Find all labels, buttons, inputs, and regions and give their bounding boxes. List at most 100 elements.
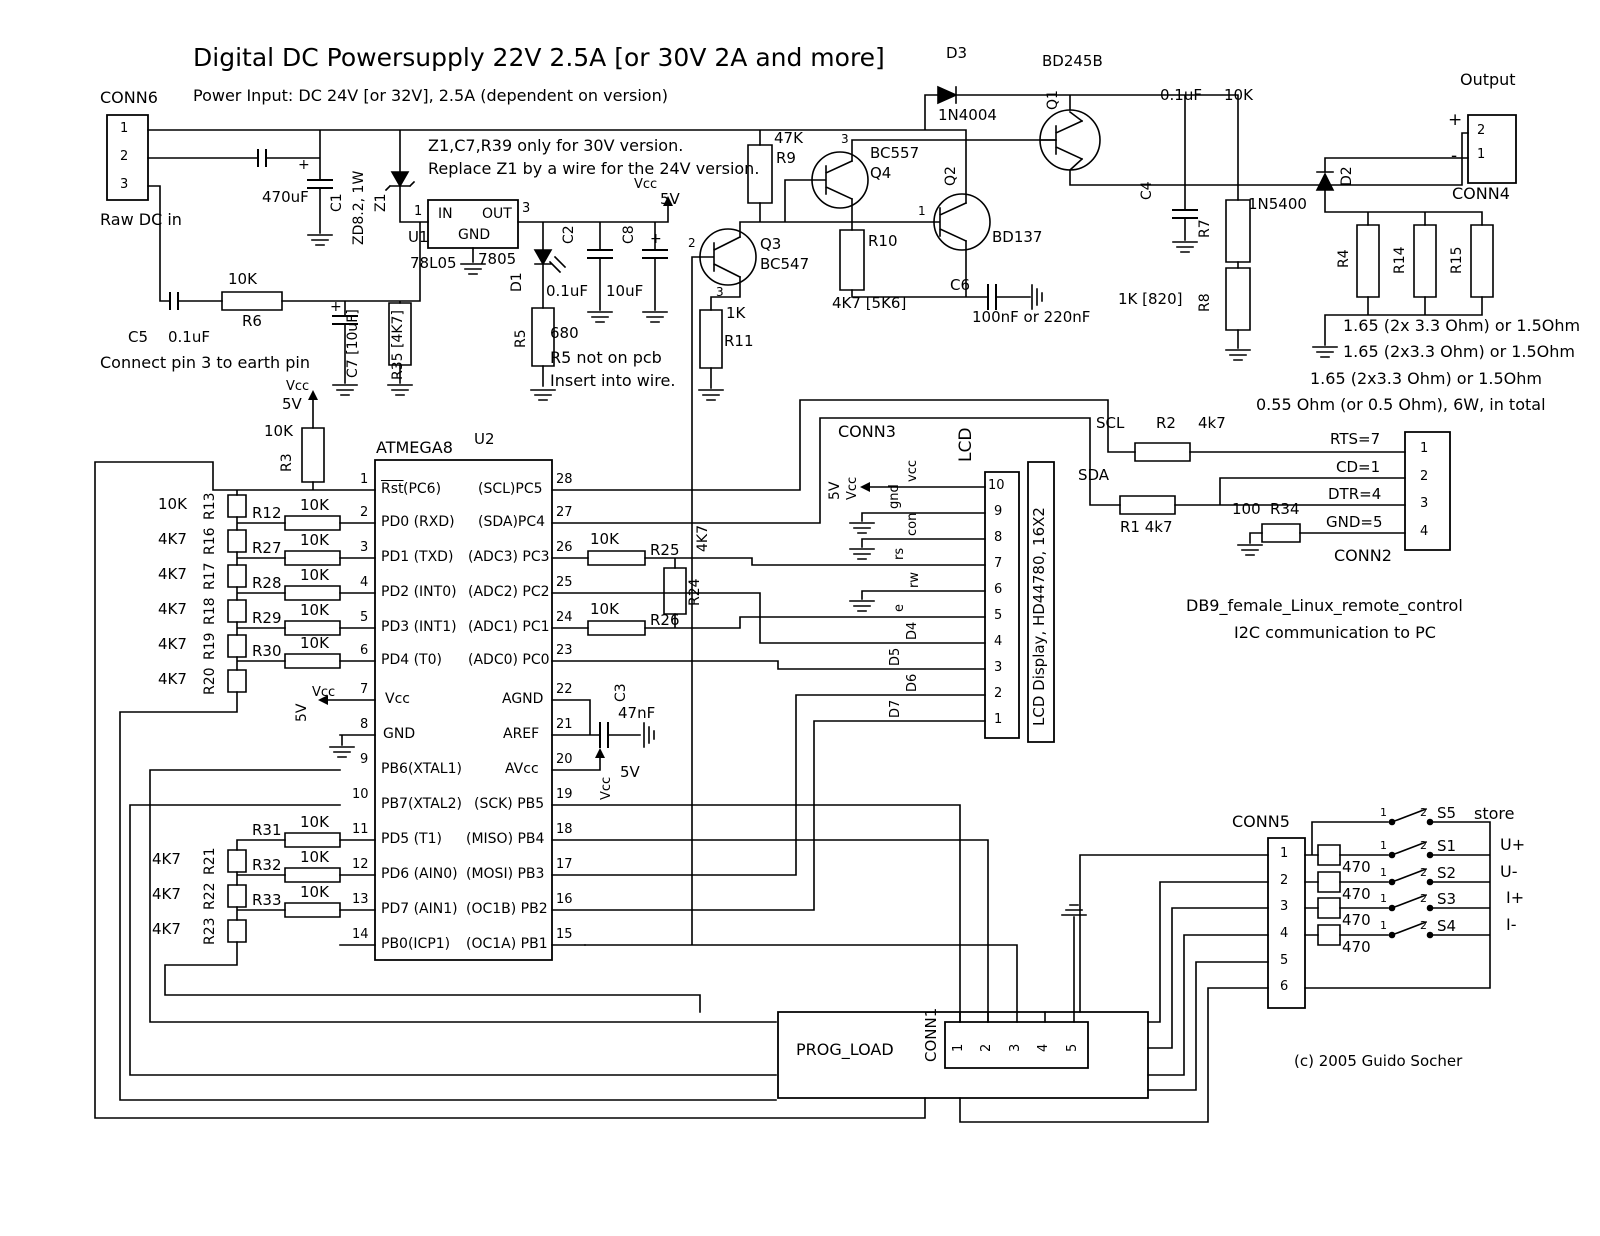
- schematic-label: Raw DC in: [100, 210, 182, 229]
- schematic-label: S3: [1437, 890, 1457, 908]
- schematic-label: +: [330, 299, 342, 315]
- schematic-label: (ADC0) PC0: [468, 652, 550, 668]
- schematic-label: R7: [1197, 219, 1213, 238]
- schematic-label: R30: [252, 642, 282, 660]
- schematic-label: 2: [1420, 469, 1429, 484]
- schematic-label: 4: [1036, 1043, 1051, 1052]
- schematic-label: C4: [1139, 181, 1155, 200]
- schematic-label: C5: [128, 328, 149, 346]
- diode-symbols: [386, 85, 1335, 272]
- schematic-label: CONN4: [1452, 184, 1510, 203]
- schematic-label: D6: [905, 673, 920, 692]
- schematic-label: R24: [687, 578, 703, 606]
- schematic-label: 10K: [300, 813, 329, 831]
- component-bodies: [107, 115, 1516, 1098]
- schematic-label: AGND: [502, 691, 544, 707]
- schematic-label: S1: [1437, 837, 1457, 855]
- schematic-label: 2: [120, 149, 129, 164]
- schematic-label: 14: [352, 927, 369, 942]
- schematic-label: 7: [360, 682, 369, 697]
- schematic-label: 23: [556, 643, 573, 658]
- schematic-label: 0.1uF: [1160, 86, 1202, 104]
- schematic-label: 470: [1342, 885, 1371, 903]
- schematic-label: 4K7: [158, 635, 187, 653]
- schematic-label: PB0(ICP1): [381, 936, 451, 952]
- schematic-label: BC557: [870, 144, 920, 162]
- schematic-label: R34: [1270, 500, 1300, 518]
- schematic-label: 3: [841, 132, 849, 146]
- schematic-label: 9: [360, 752, 369, 767]
- schematic-label: (MOSI) PB3: [466, 866, 545, 882]
- conn2-body: [1405, 432, 1450, 550]
- schematic-label: 10: [988, 478, 1005, 493]
- schematic-label: 10K: [1224, 86, 1253, 104]
- schematic-label: 470: [1342, 938, 1371, 956]
- schematic-label: R18: [202, 597, 218, 625]
- schematic-label: 3: [994, 660, 1003, 675]
- schematic-label: 78L05: [410, 254, 457, 272]
- schematic-label: 2: [1420, 839, 1427, 852]
- schematic-label: 1: [994, 712, 1003, 727]
- schematic-label: R11: [724, 332, 754, 350]
- schematic-label: 18: [556, 822, 573, 837]
- schematic-label: C8: [621, 225, 637, 244]
- schematic-label: C1: [329, 193, 345, 212]
- schematic-label: 2: [688, 236, 696, 250]
- schematic-label: 2: [994, 686, 1003, 701]
- schematic-label: 3: [522, 201, 531, 216]
- schematic-label: R20: [202, 667, 218, 695]
- schematic-label: SDA: [1078, 466, 1110, 484]
- schematic-label: (PC6): [403, 481, 442, 497]
- schematic-label: LCD Display, HD44780, 16X2: [1030, 507, 1048, 726]
- schematic-label: 10K: [590, 530, 619, 548]
- schematic-label: GND: [458, 227, 491, 243]
- schematic-label: 22: [556, 682, 573, 697]
- schematic-label: CD=1: [1336, 458, 1381, 476]
- schematic-label: 1: [951, 1043, 966, 1052]
- schematic-label: 1: [1420, 441, 1429, 456]
- conn4-body: [1468, 115, 1516, 183]
- schematic-label: Q4: [870, 164, 892, 182]
- schematic-label: 4: [1280, 926, 1289, 941]
- schematic-label: -: [1451, 146, 1458, 166]
- copyright: (c) 2005 Guido Socher: [1294, 1052, 1463, 1070]
- resistor-bodies: [222, 145, 1493, 945]
- schematic-label: 3: [1280, 899, 1289, 914]
- schematic-label: +: [298, 157, 310, 173]
- schematic-label: 3: [1008, 1043, 1023, 1052]
- schematic-label: 470uF: [262, 188, 309, 206]
- schematic-label: 1.65 (2x 3.3 Ohm) or 1.5Ohm: [1343, 316, 1581, 335]
- schematic-label: R3: [279, 453, 295, 472]
- schematic-label: Q1: [1045, 90, 1061, 110]
- conn2-label: CONN2: [1334, 546, 1392, 565]
- schematic-label: OUT: [482, 206, 512, 222]
- schematic-label: 1N4004: [938, 106, 997, 124]
- schematic-label: 470: [1342, 911, 1371, 929]
- schematic-label: PD7 (AIN1): [381, 901, 458, 917]
- schematic-label: 3: [716, 285, 724, 299]
- schematic-label: 8: [994, 530, 1003, 545]
- schematic-label: PB6(XTAL1): [381, 761, 462, 777]
- schematic-label: 5V: [827, 481, 843, 500]
- schematic-label: U1: [408, 228, 429, 246]
- schematic-label: (ADC3) PC3: [468, 549, 550, 565]
- schematic-label: 470: [1342, 858, 1371, 876]
- schematic-label: PD2 (INT0): [381, 584, 457, 600]
- schematic-label: IN: [438, 206, 453, 222]
- schematic-label: Connect pin 3 to earth pin: [100, 353, 310, 372]
- schematic-label: DB9_female_Linux_remote_control: [1186, 596, 1463, 615]
- schematic-label: 9: [994, 504, 1003, 519]
- schematic-label: R5: [513, 329, 529, 348]
- schematic-label: 13: [352, 892, 369, 907]
- schematic-label: PD0 (RXD): [381, 514, 455, 530]
- schematic-label: R27: [252, 539, 282, 557]
- schematic-label: 1: [1380, 806, 1387, 819]
- schematic-label: R19: [202, 632, 218, 660]
- schematic-label: 4: [1420, 524, 1429, 539]
- schematic-label: 0.1uF: [546, 282, 588, 300]
- schematic-label: U+: [1500, 835, 1526, 854]
- schematic-label: BC547: [760, 255, 810, 273]
- schematic-label: 1: [1380, 892, 1387, 905]
- schematic-label: (ADC1) PC1: [468, 619, 550, 635]
